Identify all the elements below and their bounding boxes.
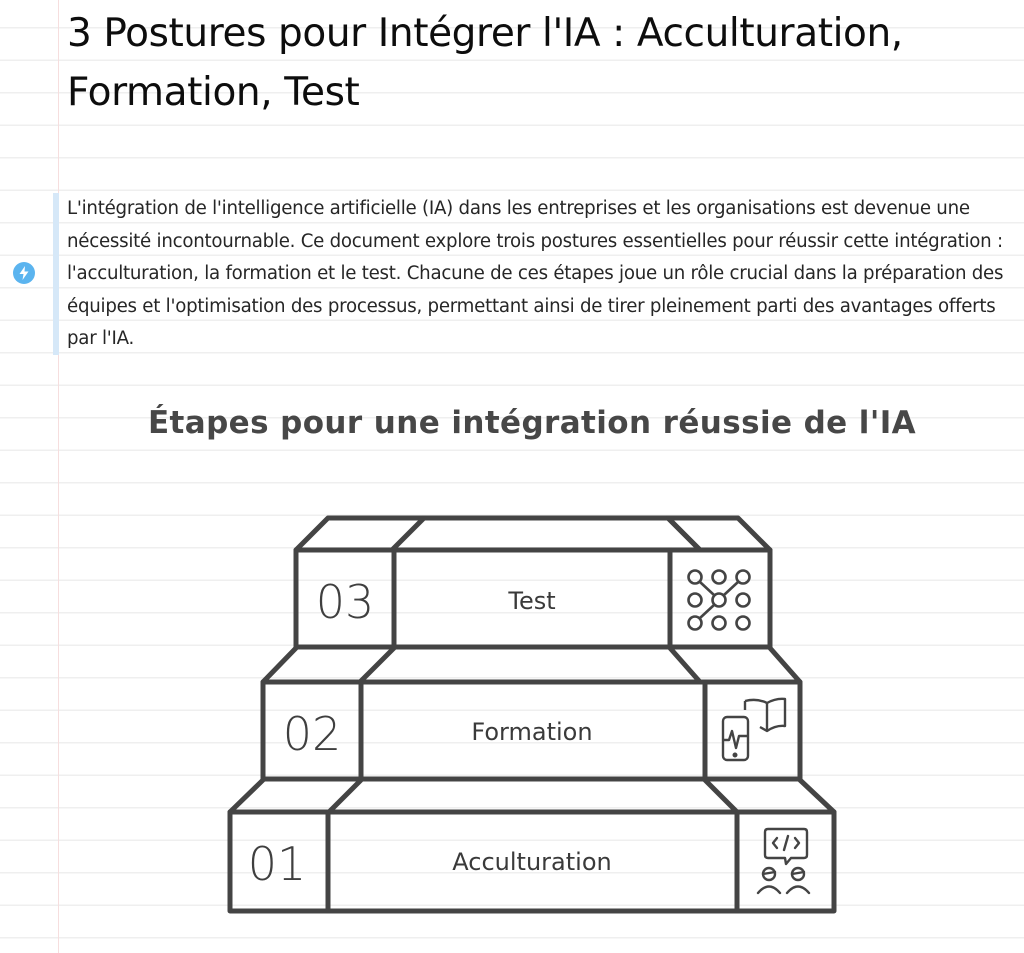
step-03-block: [293, 515, 773, 650]
lightning-bolt-icon[interactable]: [13, 262, 35, 284]
step-02-number: 02: [283, 707, 342, 761]
step-03-number: 03: [316, 575, 375, 629]
page-title: 3 Postures pour Intégrer l'IA : Accultur…: [67, 11, 903, 115]
notebook-margin-line: [58, 0, 59, 953]
diagram-title: Étapes pour une intégration réussie de l…: [147, 405, 917, 441]
phone-book-icon: [721, 697, 787, 762]
network-nodes-icon: [687, 569, 751, 631]
step-01-block: [227, 777, 837, 914]
step-01-number: 01: [248, 837, 307, 891]
people-code-chat-icon: [756, 827, 811, 895]
step-01-label: Acculturation: [452, 848, 611, 876]
callout-accent-bar: [53, 193, 59, 355]
step-03-label: Test: [507, 587, 555, 615]
step-02-block: [260, 645, 803, 782]
step-02-label: Formation: [471, 718, 592, 746]
intro-paragraph: L'intégration de l'intelligence artifici…: [67, 198, 1004, 349]
